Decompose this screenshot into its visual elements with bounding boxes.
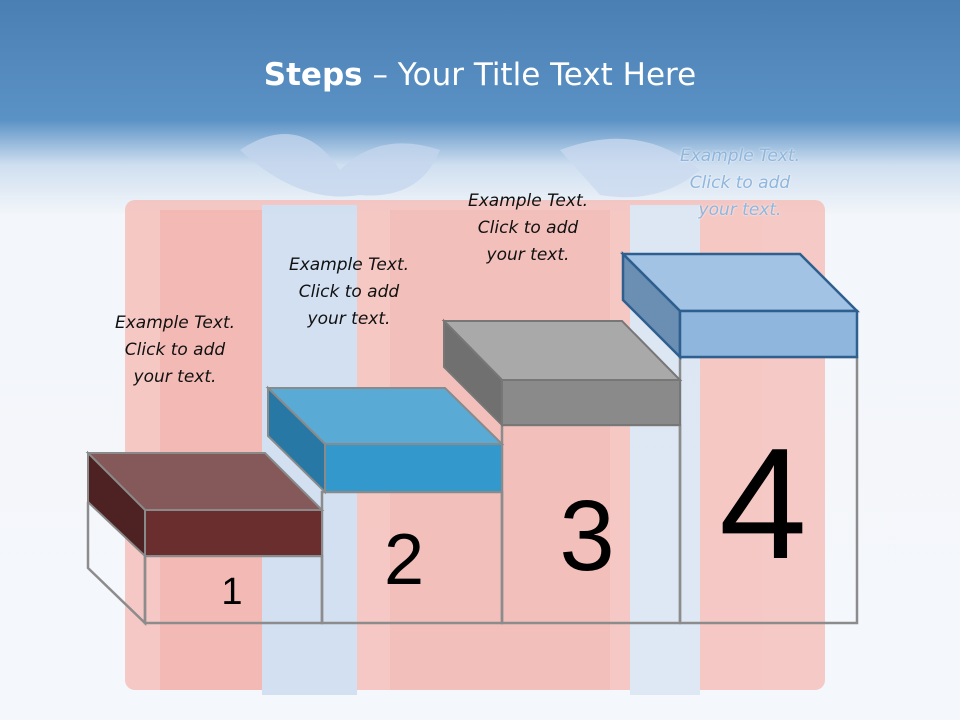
step-3-number: 3: [559, 480, 615, 592]
step-4-text[interactable]: Example Text. Click to add your text.: [679, 146, 801, 220]
step-1-number: 1: [221, 571, 242, 613]
title-bold: Steps: [263, 57, 363, 93]
step-1-text[interactable]: Example Text. Click to add your text.: [114, 313, 236, 387]
step-3-lid[interactable]: [441, 318, 683, 428]
title-rest: – Your Title Text Here: [362, 57, 697, 93]
step-4-lid[interactable]: [619, 250, 861, 361]
step-4-number: 4: [719, 416, 807, 592]
slide-title[interactable]: Steps – Your Title Text Here: [0, 55, 960, 95]
step-2-lid[interactable]: [265, 385, 505, 495]
step-2-text[interactable]: Example Text. Click to add your text.: [288, 255, 410, 329]
step-1-lid[interactable]: [85, 450, 325, 559]
step-3-text[interactable]: Example Text. Click to add your text.: [467, 191, 589, 265]
step-2-number: 2: [384, 520, 424, 600]
